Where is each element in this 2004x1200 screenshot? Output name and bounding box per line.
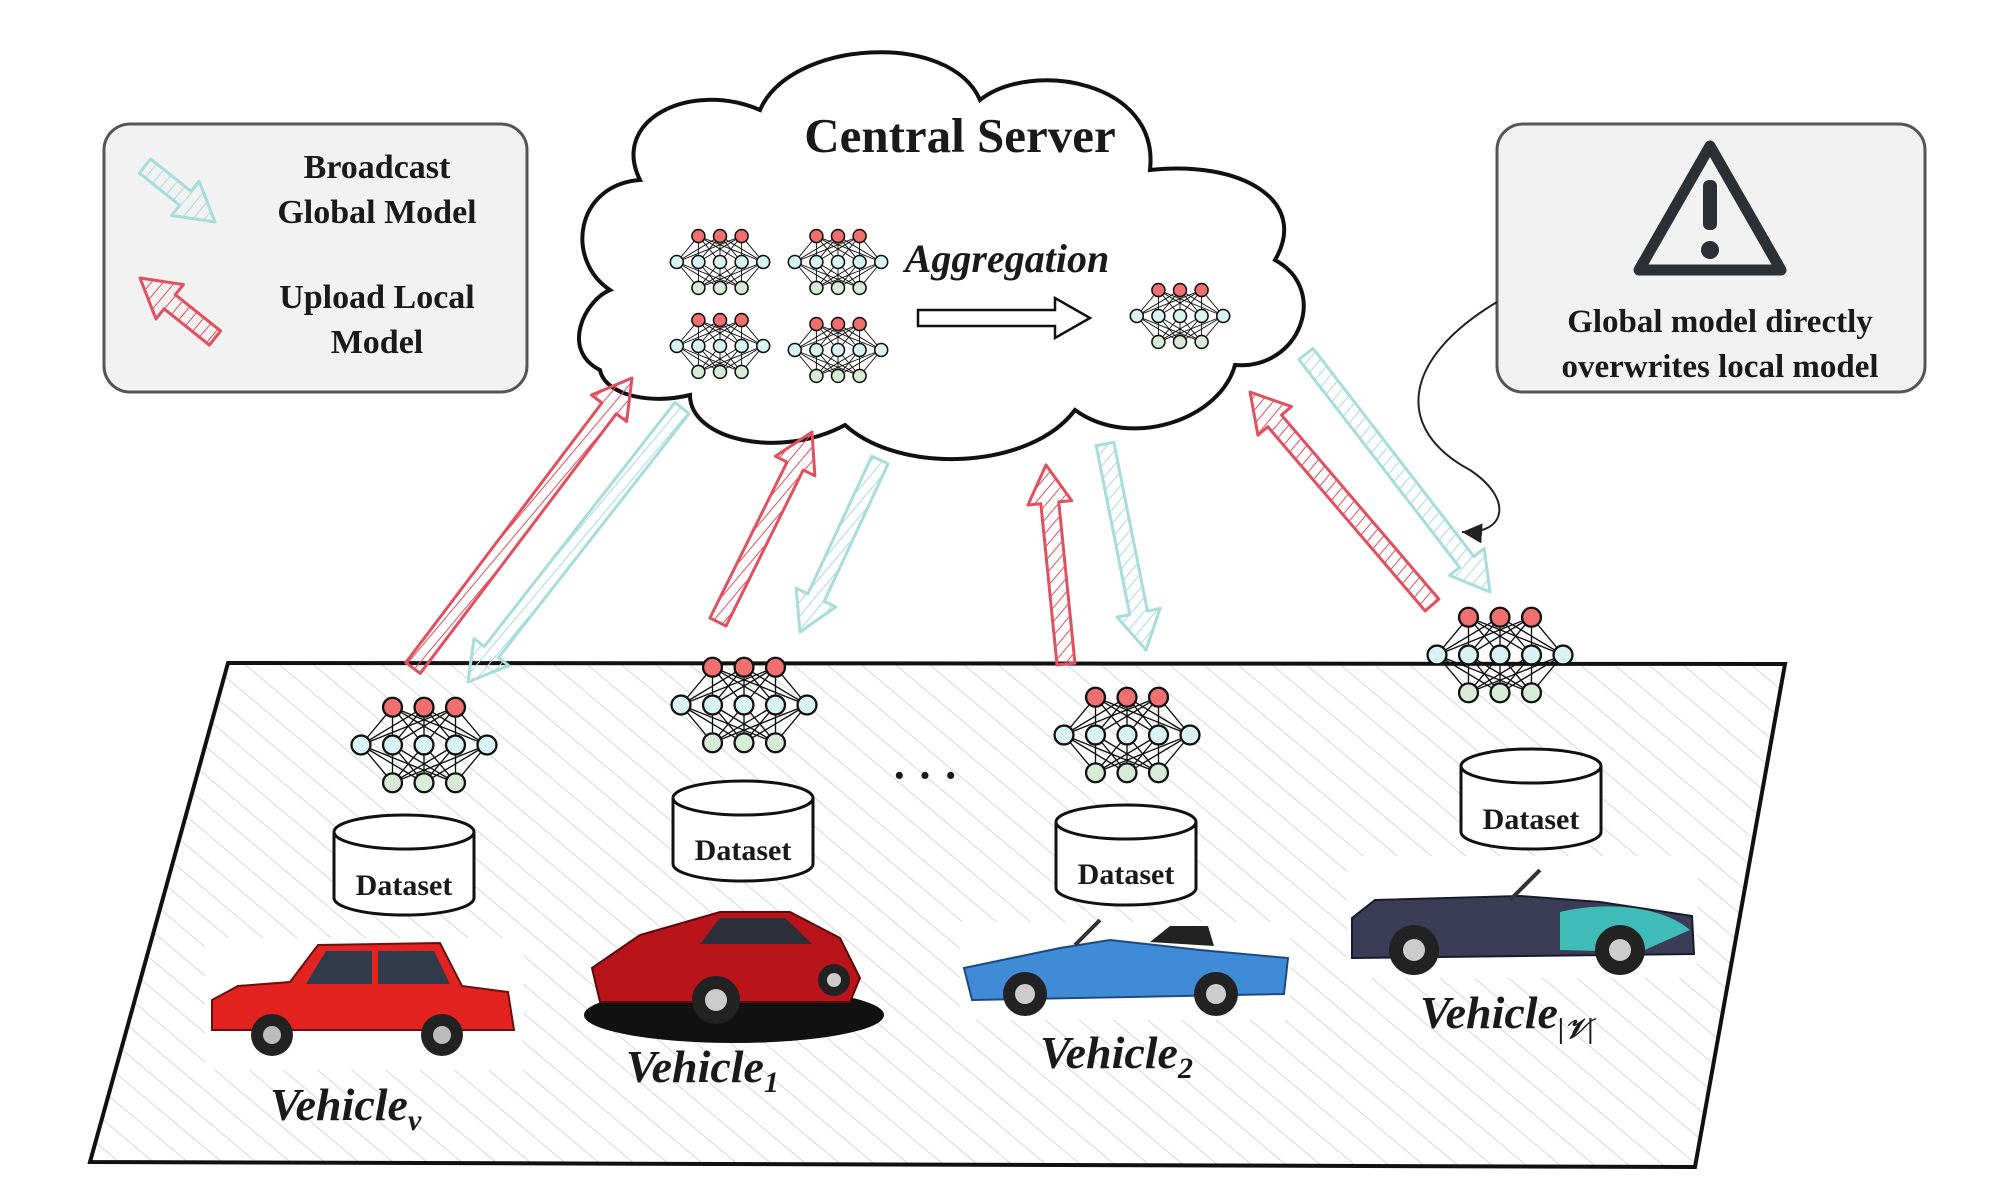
broadcast-arrow — [466, 400, 691, 684]
upload-arrow — [708, 430, 817, 628]
server-model-network — [669, 312, 771, 380]
dataset-label: Dataset — [1483, 803, 1580, 836]
ellipsis: · · · — [892, 751, 958, 800]
legend-upload-line1: Upload Local — [279, 279, 475, 316]
broadcast-arrow — [1094, 440, 1162, 652]
aggregation-label: Aggregation — [902, 236, 1109, 281]
vehicle-label: Vehicle1 — [626, 1041, 779, 1099]
upload-arrow — [1248, 390, 1441, 613]
vehicle-label: Vehiclev — [270, 1079, 422, 1137]
vehicle-label: Vehicle|𝒱| — [1420, 987, 1597, 1045]
vehicle-v-car — [205, 938, 523, 1070]
broadcast-arrow — [1297, 346, 1492, 594]
legend-broadcast-arrow — [137, 157, 217, 224]
legend-upload-arrow — [138, 276, 223, 347]
warning-line2: overwrites local model — [1561, 349, 1878, 385]
aggregation-arrow — [916, 295, 1093, 341]
upload-arrow — [1026, 463, 1077, 667]
server-model-network — [669, 228, 771, 296]
broadcast-arrow — [794, 454, 890, 634]
server-model-network — [787, 316, 889, 384]
dataset-label: Dataset — [1078, 858, 1175, 891]
legend-broadcast-line2: Global Model — [277, 194, 476, 231]
legend-broadcast-line1: Broadcast — [304, 149, 451, 186]
vehicle-2-car — [960, 918, 1290, 1020]
warning-pointer — [1417, 301, 1501, 544]
legend-upload-line2: Model — [331, 324, 424, 361]
upload-arrow — [404, 376, 634, 675]
warning-icon — [1633, 140, 1787, 276]
vehicle-1-car — [584, 911, 884, 1043]
dataset-label: Dataset — [356, 869, 453, 902]
global-model-network — [1129, 282, 1231, 350]
dataset-cylinder: Dataset — [1459, 747, 1603, 851]
dataset-cylinder: Dataset — [332, 813, 476, 917]
dataset-label: Dataset — [695, 834, 792, 867]
local-model-network — [350, 696, 498, 794]
warning-line1: Global model directly — [1567, 304, 1873, 340]
server-title: Central Server — [804, 108, 1116, 163]
server-model-network — [787, 228, 889, 296]
local-model-network — [1426, 606, 1574, 704]
local-model-network — [670, 656, 818, 754]
central-server-cloud — [577, 50, 1306, 462]
vehicle-last-car — [1347, 856, 1697, 978]
dataset-cylinder: Dataset — [1054, 803, 1198, 907]
vehicle-label: Vehicle2 — [1040, 1027, 1193, 1085]
dataset-cylinder: Dataset — [671, 779, 815, 883]
local-model-network — [1053, 686, 1201, 784]
